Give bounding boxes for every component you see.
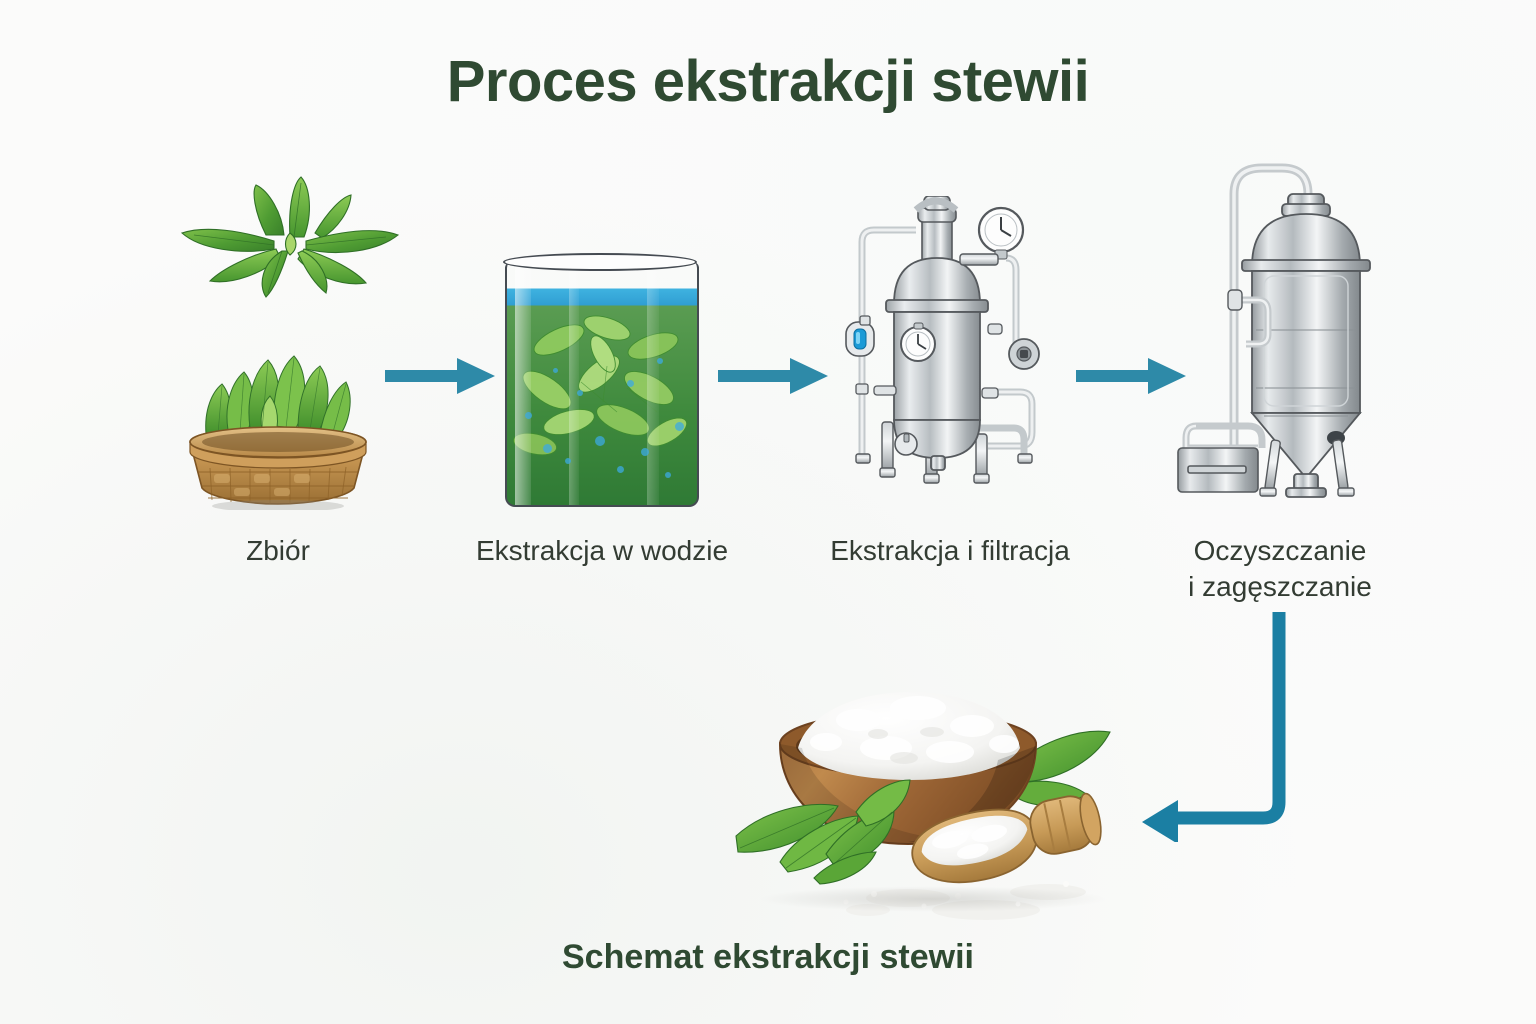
arrow-1	[385, 358, 495, 394]
evaporator-column-icon	[1177, 163, 1371, 498]
wicker-basket-icon	[189, 355, 367, 510]
arrow-right-icon	[718, 358, 828, 394]
arrow-4	[1132, 606, 1302, 844]
glass-beaker-icon	[503, 253, 699, 507]
stevia-powder-bowl-icon	[735, 692, 1111, 920]
step-5-illustration	[718, 648, 1158, 930]
arrow-3	[1076, 358, 1186, 394]
arrow-right-icon	[385, 358, 495, 394]
step-label-4: Oczyszczanie i zagęszczanie	[1140, 533, 1420, 605]
step-label-4-line-2: i zagęszczanie	[1188, 570, 1372, 602]
step-label-4-line-1: Oczyszczanie	[1193, 535, 1367, 566]
bowl-shadow	[758, 886, 1108, 912]
beaker-rim	[503, 253, 697, 271]
arrow-right-icon	[1076, 358, 1186, 394]
page-title: Proces ekstrakcji stewii	[446, 49, 1090, 114]
arrow-elbow-down-left-icon	[1142, 612, 1286, 844]
arrow-2	[718, 358, 828, 394]
submerged-leaves	[512, 315, 688, 456]
pressure-extractor-icon	[845, 196, 1040, 484]
step-label-2: Ekstrakcja w wodzie	[475, 535, 729, 566]
step-label-1: Zbiór	[246, 535, 310, 566]
step-label-3: Ekstrakcja i filtracja	[830, 535, 1070, 566]
stevia-leaf-sprig-icon	[180, 176, 400, 298]
bottom-caption: Schemat ekstrakcji stewii	[561, 938, 974, 976]
